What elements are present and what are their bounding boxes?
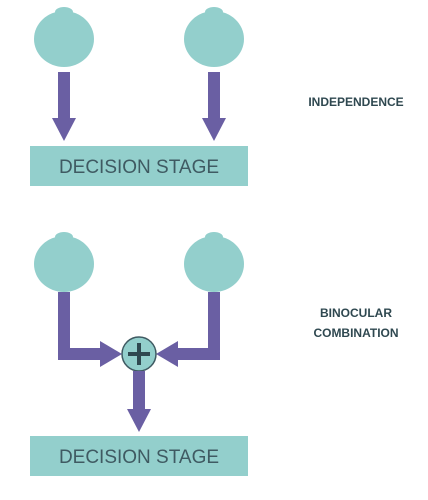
left-eye-icon xyxy=(34,7,94,67)
right-eye-icon xyxy=(184,7,244,67)
right-combine-arrow xyxy=(156,292,220,367)
left-eye-icon xyxy=(34,232,94,292)
combined-arrow xyxy=(127,371,151,432)
binocular-label-line1: BINOCULAR xyxy=(320,306,392,320)
combination-label-line2: COMBINATION xyxy=(313,326,398,340)
independence-panel: DECISION STAGE INDEPENDENCE xyxy=(30,7,404,186)
decision-stage-box-bottom xyxy=(30,436,248,476)
left-arrow xyxy=(52,72,76,141)
decision-stage-label-top: DECISION STAGE xyxy=(59,157,219,178)
right-eye-icon xyxy=(184,232,244,292)
decision-stage-label-bottom: DECISION STAGE xyxy=(59,447,219,468)
plus-circle-icon xyxy=(121,336,157,372)
decision-stage-box-top xyxy=(30,146,248,186)
right-arrow xyxy=(202,72,226,141)
independence-label: INDEPENDENCE xyxy=(308,95,403,109)
left-combine-arrow xyxy=(58,292,122,367)
binocular-combination-panel: DECISION STAGE BINOCULAR COMBINATION xyxy=(30,232,399,476)
